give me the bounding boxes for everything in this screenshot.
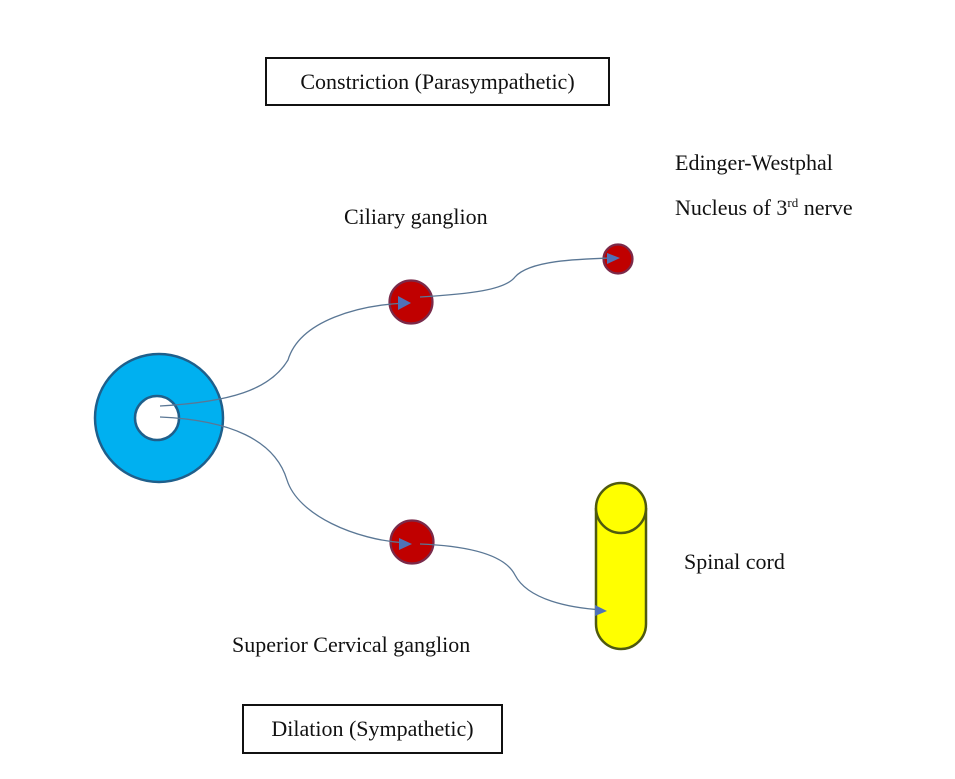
arrow-icon bbox=[398, 296, 411, 310]
ciliary-ganglion-label: Ciliary ganglion bbox=[344, 204, 488, 229]
dilation-title: Dilation (Sympathetic) bbox=[271, 716, 474, 741]
spinal-cord-label: Spinal cord bbox=[684, 549, 785, 574]
constriction-title-box: Constriction (Parasympathetic) bbox=[265, 57, 610, 106]
ordinal-suffix: rd bbox=[787, 195, 799, 210]
superior-cervical-ganglion-label: Superior Cervical ganglion bbox=[232, 632, 471, 657]
edinger-westphal-node bbox=[602, 243, 634, 275]
spinal-cord-shape bbox=[594, 508, 648, 651]
nucleus-text: Nucleus of 3 bbox=[675, 195, 788, 220]
nerve-spinal-to-scg bbox=[419, 543, 604, 611]
constriction-title: Constriction (Parasympathetic) bbox=[300, 68, 575, 94]
arrow-icon bbox=[399, 538, 412, 550]
edinger-westphal-label-line1: Edinger-Westphal bbox=[675, 150, 833, 175]
ciliary-ganglion-node bbox=[388, 279, 434, 325]
nerve-scg-to-pupil bbox=[159, 416, 407, 544]
nerve-ew-to-ciliary bbox=[419, 257, 615, 298]
arrow-icon bbox=[607, 253, 620, 264]
nerve-text: nerve bbox=[798, 195, 853, 220]
edinger-westphal-label-line2: Nucleus of 3rd nerve bbox=[675, 195, 853, 220]
nerve-ciliary-to-pupil bbox=[159, 302, 407, 407]
dilation-title-box: Dilation (Sympathetic) bbox=[242, 704, 503, 754]
spinal-cord-top bbox=[594, 481, 648, 535]
arrow-icon bbox=[595, 605, 607, 616]
